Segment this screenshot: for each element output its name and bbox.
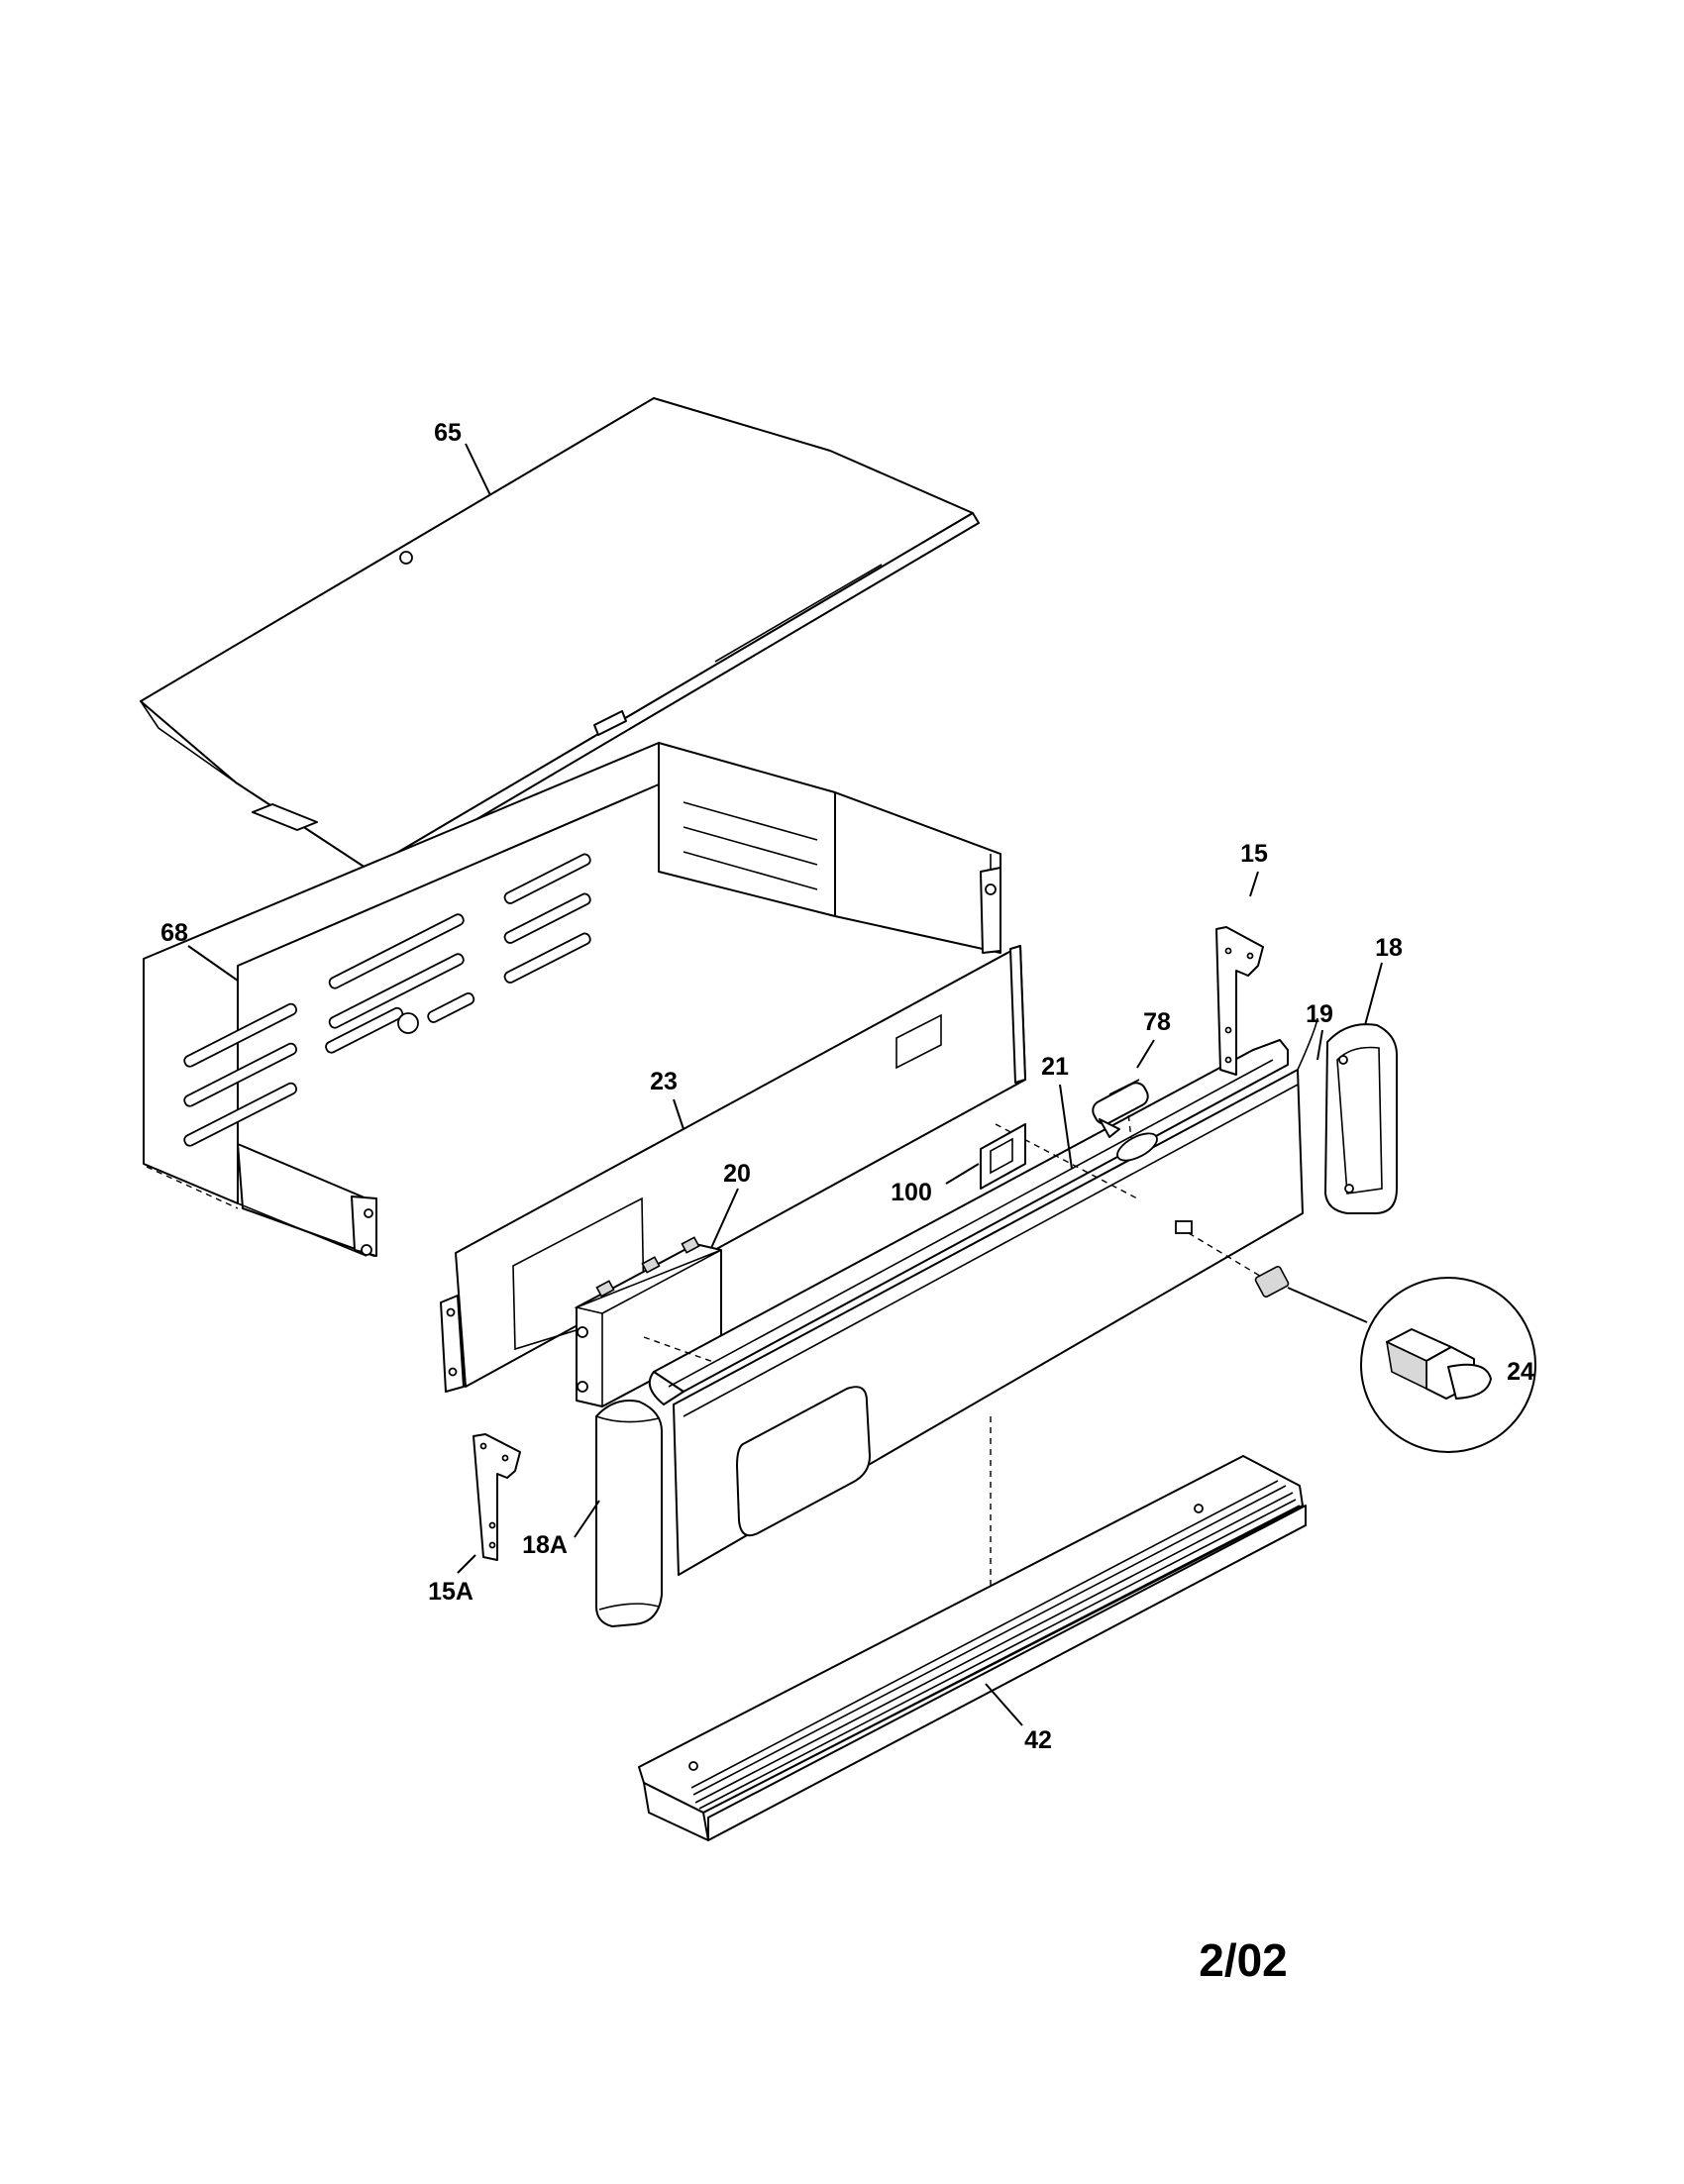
callout-18: 18 (1375, 934, 1403, 962)
callout-42: 42 (1024, 1726, 1052, 1754)
part-100-trim (980, 1123, 1026, 1190)
part-65-top-cover (140, 397, 980, 881)
part-18a-end-cap (595, 1400, 663, 1627)
part-15-bracket (1215, 926, 1264, 1076)
callout-labels: 65 68 23 20 100 21 78 15 19 18 24 18A 15… (160, 419, 1534, 1754)
switch-detail (1385, 1328, 1492, 1400)
callout-24: 24 (1507, 1358, 1534, 1386)
part-15a-bracket (473, 1433, 521, 1561)
part-68-housing (143, 742, 1001, 1257)
callout-65: 65 (434, 419, 462, 447)
callout-19: 19 (1306, 1000, 1333, 1028)
page-code: 2/02 (1199, 1934, 1288, 1986)
callout-68: 68 (160, 919, 188, 947)
callout-20: 20 (723, 1160, 751, 1188)
part-23-panel (440, 945, 1026, 1393)
part-78-clip (1092, 1079, 1149, 1138)
part-24-switch (1254, 1265, 1536, 1453)
callout-23: 23 (650, 1068, 678, 1095)
part-42-rail (638, 1455, 1307, 1841)
part-19-trim (1297, 1017, 1318, 1071)
part-18-end-cap (1324, 1023, 1398, 1214)
callout-78: 78 (1143, 1008, 1171, 1036)
callout-18a: 18A (522, 1531, 568, 1559)
vent-slots (183, 853, 591, 1147)
callout-100: 100 (891, 1179, 932, 1206)
callout-15a: 15A (428, 1578, 474, 1606)
callout-21: 21 (1041, 1053, 1069, 1081)
part-20-control-board (574, 1236, 722, 1407)
leader-lines (187, 443, 1383, 1726)
callout-15: 15 (1240, 840, 1268, 868)
